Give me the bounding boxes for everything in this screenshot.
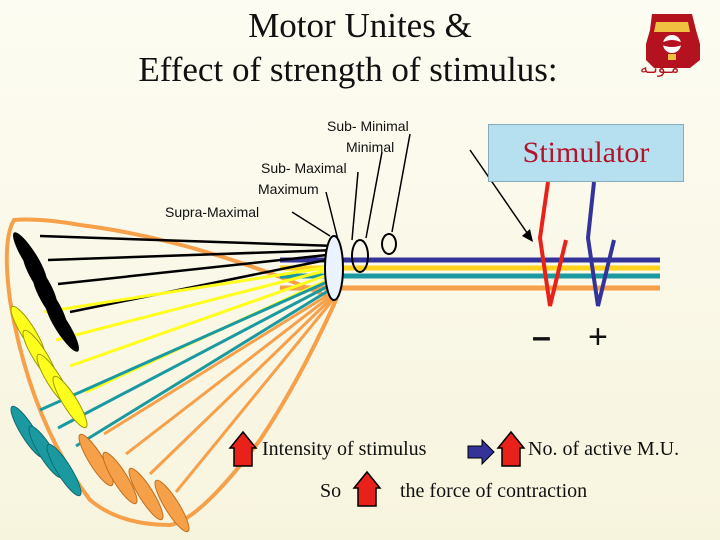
positive-sign: + [588, 318, 608, 356]
axons-teal [39, 276, 337, 448]
label-minimal: Minimal [346, 139, 395, 155]
muscle-fibers-orange [78, 433, 190, 533]
logo-text: مـؤتـه [640, 58, 680, 77]
muscle-fibers-teal [10, 405, 82, 497]
label-maximum: Maximum [258, 181, 319, 197]
up-arrow-icon-2 [496, 430, 526, 467]
up-arrow-icon-1 [228, 430, 258, 467]
label-supra-maximal: Supra-Maximal [165, 204, 260, 220]
label-sub-minimal: Sub- Minimal [327, 118, 409, 134]
university-logo [646, 14, 700, 68]
muscle-outline [4, 217, 339, 528]
electrode-negative [537, 181, 568, 307]
page-title-line1: Motor Unites & [248, 6, 472, 45]
up-arrow-icon-3 [352, 470, 382, 507]
pointer-lines [291, 133, 411, 241]
axons-black [39, 234, 337, 314]
muscle-fibers-black [13, 232, 79, 352]
axons-yellow [43, 264, 337, 394]
label-sub-maximal: Sub- Maximal [261, 160, 347, 176]
stimulator-box: Stimulator [488, 124, 684, 182]
muscle-fibers-yellow [10, 305, 88, 429]
stimulator-arrow [469, 149, 533, 241]
active-mu-text: No. of active M.U. [528, 438, 680, 460]
intensity-text: Intensity of stimulus [262, 438, 427, 460]
axons-orange [103, 288, 338, 493]
page-title-line2: Effect of strength of stimulus: [138, 50, 558, 89]
negative-sign: – [532, 318, 551, 356]
stimulus-fields [324, 233, 397, 301]
so-text: So [320, 480, 342, 502]
right-arrow-icon [467, 438, 495, 466]
electrode-positive [585, 181, 616, 307]
force-text: the force of contraction [400, 480, 588, 502]
